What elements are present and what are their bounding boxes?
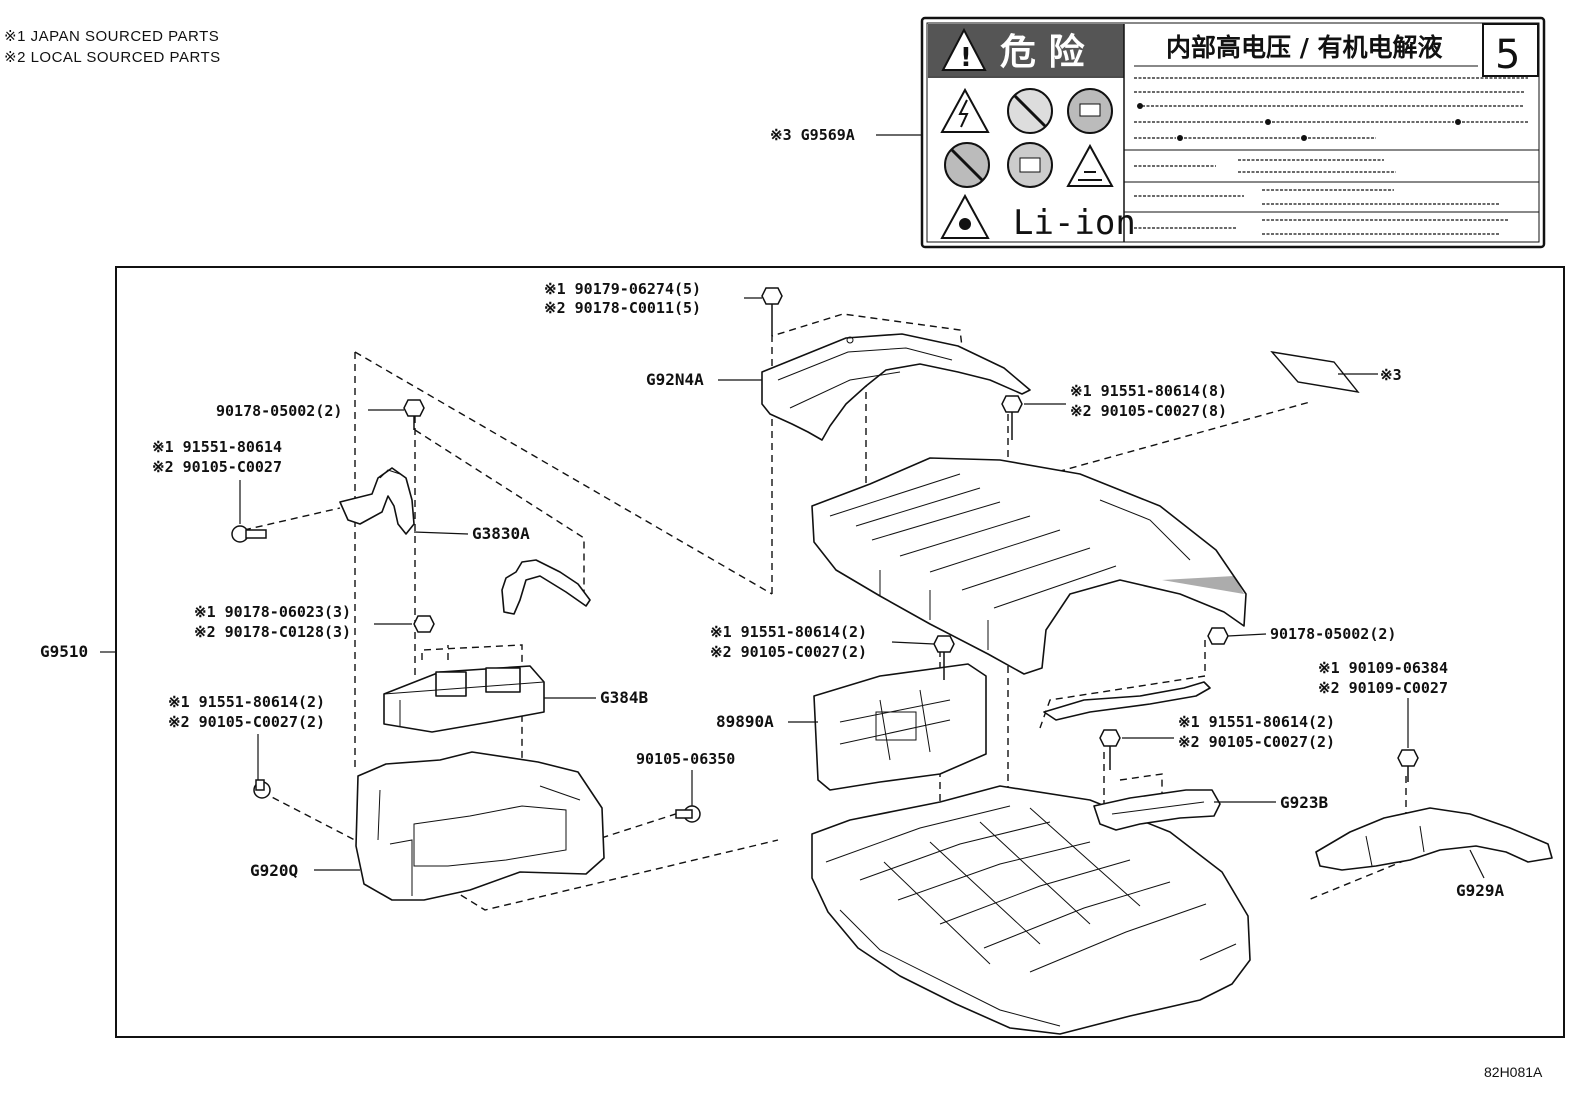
callout-nut3-1: ※1 90178-06023(3) xyxy=(194,603,351,621)
callout-nut-left: 90178-05002(2) xyxy=(216,402,342,420)
callout-g929a: G929A xyxy=(1456,881,1505,900)
callout-g9510: G9510 xyxy=(40,642,88,661)
high-voltage-icon xyxy=(940,87,990,133)
part-g920q xyxy=(355,751,605,901)
nut-top-icon xyxy=(761,287,783,336)
bolt2c-icon xyxy=(1099,729,1121,770)
liion-text: Li-ion xyxy=(1013,203,1136,243)
callout-bolt2b-2: ※2 90105-C0027(2) xyxy=(710,643,867,661)
callout-nut3-2: ※2 90178-C0128(3) xyxy=(194,623,351,641)
callout-g384b: G384B xyxy=(600,688,649,707)
corrosive-icon xyxy=(1066,143,1114,187)
part-g384b xyxy=(383,665,545,733)
callout-nut-right: 90178-05002(2) xyxy=(1270,625,1396,643)
bolt-mid-icon xyxy=(675,805,701,823)
bolt-left-icon xyxy=(231,525,267,543)
part-g923b xyxy=(1093,789,1221,831)
part-g3830a xyxy=(339,467,415,535)
callout-bolt2c-2: ※2 90105-C0027(2) xyxy=(1178,733,1335,751)
svg-text:!: ! xyxy=(960,43,972,73)
danger-text: 危 险 xyxy=(1000,32,1086,73)
part-g929a xyxy=(1315,807,1553,871)
callout-g920q: G920Q xyxy=(250,861,298,880)
warning-triangle-icon xyxy=(941,27,987,71)
callout-top-nut-2: ※2 90178-C0011(5) xyxy=(544,299,701,317)
label-part-number: ※3 G9569A xyxy=(770,126,855,144)
callout-bolt2b-1: ※1 91551-80614(2) xyxy=(710,623,867,641)
part-harness xyxy=(501,559,591,615)
callout-g3830a: G3830A xyxy=(472,524,530,543)
callout-bolt-mid: 90105-06350 xyxy=(636,750,735,768)
nut3-icon xyxy=(413,615,435,633)
legend-local-sourced: ※2 LOCAL SOURCED PARTS xyxy=(4,49,221,66)
callout-bolt2a-1: ※1 91551-80614(2) xyxy=(168,693,325,711)
callout-label-ref: ※3 xyxy=(1380,366,1402,384)
figure-reference: 82H081A xyxy=(1484,1064,1543,1080)
part-battery-tray xyxy=(811,785,1251,1035)
callout-bolt2c-1: ※1 91551-80614(2) xyxy=(1178,713,1335,731)
warning-label: ! 危 险 内部高电压 / 有机电解液 5 Li-ion xyxy=(920,16,1546,249)
callout-bolt-left-2: ※2 90105-C0027 xyxy=(152,458,282,476)
part-89890a xyxy=(813,663,987,791)
part-g92n4a xyxy=(761,333,1031,441)
callout-bolt8-1: ※1 91551-80614(8) xyxy=(1070,382,1227,400)
callout-89890a: 89890A xyxy=(716,712,774,731)
callout-bolt-rt-2: ※2 90109-C0027 xyxy=(1318,679,1448,697)
nut-left-icon xyxy=(403,399,425,430)
bolt2a-icon xyxy=(253,779,271,799)
callout-bolt8-2: ※2 90105-C0027(8) xyxy=(1070,402,1227,420)
callout-bolt-rt-1: ※1 90109-06384 xyxy=(1318,659,1448,677)
callout-g92n4a: G92N4A xyxy=(646,370,704,389)
callout-g923b: G923B xyxy=(1280,793,1329,812)
part-battery-cover xyxy=(811,457,1247,675)
bolt-rt-icon xyxy=(1397,749,1419,782)
callout-top-nut-1: ※1 90179-06274(5) xyxy=(544,280,701,298)
nut-right-icon xyxy=(1207,627,1229,645)
bolt2b-icon xyxy=(933,635,955,680)
part-harness-bracket xyxy=(1043,681,1211,721)
label-title: 内部高电压 / 有机电解液 xyxy=(1166,33,1443,62)
bolt8-icon xyxy=(1001,395,1023,440)
label-number: 5 xyxy=(1495,32,1520,78)
fasteners xyxy=(231,287,1419,823)
label-ref-shape xyxy=(1270,351,1360,393)
explosive-icon xyxy=(940,193,990,239)
callout-bolt-left-1: ※1 91551-80614 xyxy=(152,438,282,456)
legend-japan-sourced: ※1 JAPAN SOURCED PARTS xyxy=(4,28,219,45)
callout-bolt2a-2: ※2 90105-C0027(2) xyxy=(168,713,325,731)
